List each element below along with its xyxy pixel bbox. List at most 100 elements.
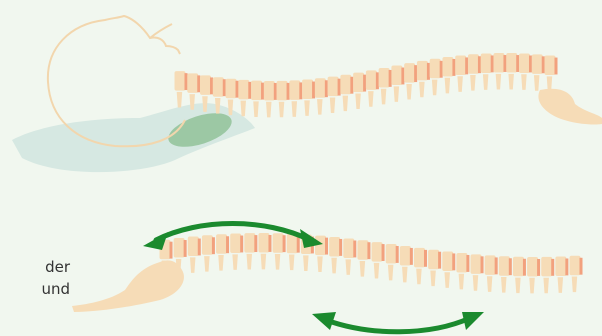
vertebra-disc xyxy=(268,235,271,252)
vertebra-body xyxy=(414,248,425,268)
vertebra-process xyxy=(515,278,521,294)
vertebra-body xyxy=(289,80,300,100)
vertebra-process xyxy=(501,277,507,293)
vertebra-disc xyxy=(382,244,385,261)
vertebra-disc xyxy=(240,236,243,253)
vertebra-body xyxy=(541,257,552,277)
vertebra-body xyxy=(442,57,453,77)
vertebra-disc xyxy=(325,80,328,97)
vertebra-disc xyxy=(452,59,455,76)
vertebra-process xyxy=(218,255,224,271)
vertebra-body xyxy=(532,54,543,74)
vertebra-body xyxy=(506,53,517,72)
vertebra-process xyxy=(289,255,295,271)
vertebra-process xyxy=(432,80,438,96)
vertebra-disc xyxy=(197,75,200,92)
vertebra-process xyxy=(240,101,246,117)
vertebra-body xyxy=(315,78,326,98)
vertebra-body xyxy=(430,59,441,79)
vertebra-disc xyxy=(414,65,417,82)
vertebra-body xyxy=(213,77,224,97)
vertebra-process xyxy=(496,74,502,90)
vertebra-process xyxy=(473,275,479,291)
vertebra-body xyxy=(343,239,354,259)
vertebra-disc xyxy=(491,55,494,72)
vertebra-body xyxy=(175,71,186,91)
vertebra-body xyxy=(485,255,496,274)
vertebra-body xyxy=(273,233,284,253)
vertebra-disc xyxy=(551,259,554,276)
sacrum-lower xyxy=(72,260,184,312)
spine-upper xyxy=(175,53,558,117)
vertebra-body xyxy=(456,253,467,273)
vertebra-process xyxy=(279,102,285,118)
vertebra-process xyxy=(416,269,422,285)
vertebra-disc xyxy=(236,81,239,98)
vertebra-disc xyxy=(440,61,443,78)
vertebra-body xyxy=(428,250,439,269)
vertebra-process xyxy=(317,99,323,115)
vertebra-disc xyxy=(325,238,328,255)
ear-outline xyxy=(150,24,172,38)
vertebra-disc xyxy=(452,253,455,270)
vertebra-disc xyxy=(516,55,519,72)
vertebra-body xyxy=(499,256,510,276)
vertebra-disc xyxy=(367,242,370,259)
vertebra-body xyxy=(226,79,237,99)
vertebra-process xyxy=(190,257,196,273)
vertebra-body xyxy=(357,240,368,260)
vertebra-disc xyxy=(210,77,213,94)
vertebra-body xyxy=(258,233,269,253)
vertebra-disc xyxy=(226,236,229,253)
vertebra-disc xyxy=(261,83,264,100)
vertebra-process xyxy=(521,74,527,90)
vertebra-process xyxy=(253,101,258,117)
vertebra-disc xyxy=(299,82,302,99)
vertebra-disc xyxy=(212,237,215,254)
vertebra-process xyxy=(572,277,578,293)
vertebra-process xyxy=(317,256,323,272)
vertebra-body xyxy=(386,244,397,264)
vertebra-body xyxy=(302,80,313,100)
caption-line-2: und xyxy=(0,278,70,300)
vertebra-disc xyxy=(565,258,568,275)
vertebra-body xyxy=(230,234,241,254)
vertebra-disc xyxy=(353,241,356,258)
vertebra-disc xyxy=(481,256,484,273)
vertebra-disc xyxy=(283,235,286,252)
caption-line-1: der xyxy=(0,256,70,278)
vertebra-body xyxy=(238,80,249,100)
vertebra-disc xyxy=(465,57,468,74)
vertebra-disc xyxy=(248,82,251,99)
vertebra-disc xyxy=(254,235,257,252)
double-arrow-lower-icon xyxy=(312,312,484,332)
vertebra-process xyxy=(483,74,489,90)
vertebra-process xyxy=(419,82,425,98)
vertebra-disc xyxy=(274,83,277,100)
vertebra-disc xyxy=(396,246,399,263)
vertebra-disc xyxy=(503,55,506,72)
vertebra-body xyxy=(264,81,275,101)
vertebra-process xyxy=(247,254,253,270)
vertebra-body xyxy=(527,257,538,277)
vertebra-process xyxy=(355,93,361,109)
vertebra-disc xyxy=(410,248,413,265)
vertebra-disc xyxy=(223,79,226,96)
vertebra-disc xyxy=(312,82,315,99)
vertebra-process xyxy=(457,76,463,92)
vertebra-process xyxy=(232,254,238,270)
vertebra-process xyxy=(543,278,549,294)
vertebra-process xyxy=(402,267,408,283)
vertebra-disc xyxy=(297,236,300,253)
vertebra-body xyxy=(481,53,492,72)
vertebra-disc xyxy=(170,242,173,259)
vertebra-disc xyxy=(580,258,583,275)
vertebra-body xyxy=(216,234,227,254)
vertebra-disc xyxy=(198,239,201,256)
vertebra-disc xyxy=(339,239,342,256)
vertebra-process xyxy=(529,278,535,294)
vertebra-process xyxy=(368,91,374,107)
vertebra-process xyxy=(558,277,564,293)
vertebra-body xyxy=(251,81,262,101)
